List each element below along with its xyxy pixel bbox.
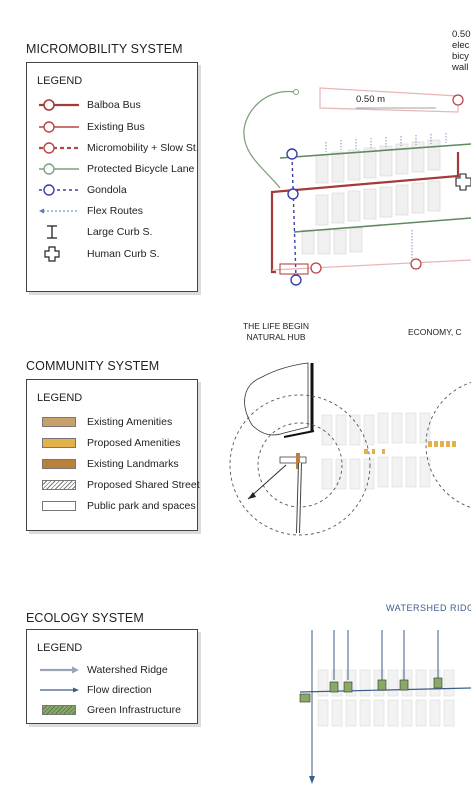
community-legend: LEGEND Existing Amenities Proposed Ameni… [26, 379, 200, 531]
map-note: 0.50 elec bicy wall [452, 29, 471, 73]
gondola-route [291, 155, 297, 279]
micromobility-map [243, 87, 471, 286]
legend-item-large-curb: Large Curb S. [37, 224, 152, 240]
micromobility-legend: LEGEND Balboa Bus Existing Bus Micromobi… [26, 62, 199, 292]
ecology-blocks [317, 669, 455, 727]
existing-bus-line-icon [39, 121, 79, 133]
swatch-public-park [42, 501, 76, 511]
micromobility-line-icon [39, 142, 79, 154]
human-curb-cross-icon [44, 246, 60, 262]
legend-label: Flex Routes [87, 205, 144, 217]
legend-item-public-park: Public park and spaces [37, 498, 196, 514]
legend-item-gondola: Gondola [37, 182, 127, 198]
community-blocks [321, 412, 431, 490]
legend-label: Proposed Amenities [87, 437, 181, 449]
gondola-line-icon [39, 184, 79, 196]
legend-item-existing-amenities: Existing Amenities [37, 414, 172, 430]
label-economy: ECONOMY, C [408, 327, 462, 337]
legend-label: Gondola [87, 184, 127, 196]
ecology-legend: LEGEND Watershed Ridge Flow direction Gr… [26, 629, 198, 724]
legend-item-balboa-bus: Balboa Bus [37, 97, 141, 113]
swatch-existing-landmarks [42, 459, 76, 469]
green-infrastructure-marks [299, 677, 443, 703]
legend-item-micromobility: Micromobility + Slow St. [37, 140, 199, 156]
label-watershed: WATERSHED RIDG [386, 603, 471, 613]
watershed-ridge-arrow-icon [40, 666, 79, 674]
building-blocks [301, 139, 441, 255]
legend-label: Flow direction [87, 684, 152, 696]
legend-item-watershed-ridge: Watershed Ridge [37, 662, 168, 678]
swatch-proposed-amenities [42, 438, 76, 448]
legend-label: Protected Bicycle Lane [87, 163, 195, 175]
legend-label: Existing Amenities [87, 416, 173, 428]
natural-hub-park [244, 362, 309, 436]
legend-item-existing-landmarks: Existing Landmarks [37, 456, 179, 472]
swatch-existing-amenities [42, 417, 76, 427]
balboa-bus-route [270, 152, 460, 274]
legend-item-flex-routes: Flex Routes [37, 203, 143, 219]
legend-item-bicycle-lane: Protected Bicycle Lane [37, 161, 194, 177]
legend-item-shared-street: Proposed Shared Street [37, 477, 200, 493]
legend-label: Micromobility + Slow St. [87, 142, 199, 154]
legend-label: Human Curb S. [87, 248, 160, 260]
legend-label: Balboa Bus [87, 99, 141, 111]
dimension-band [319, 87, 459, 113]
legend-label: Public park and spaces [87, 500, 196, 512]
legend-item-green-infrastructure: Green Infrastructure [37, 702, 181, 718]
flow-direction-arrow-icon [40, 687, 79, 693]
swatch-green-infrastructure [42, 705, 76, 715]
flow-lines [311, 630, 439, 780]
legend-item-existing-bus: Existing Bus [37, 119, 145, 135]
bicycle-lane-line-icon [39, 163, 79, 175]
amenity-marks [364, 441, 456, 454]
legend-item-human-curb: Human Curb S. [37, 246, 159, 262]
legend-item-proposed-amenities: Proposed Amenities [37, 435, 180, 451]
legend-label: Large Curb S. [87, 226, 153, 238]
legend-label: Existing Bus [87, 121, 145, 133]
ecology-map [299, 630, 471, 784]
balboa-bus-line-icon [39, 99, 79, 111]
dimension-label: 0.50 m [356, 94, 386, 105]
community-map [229, 362, 471, 536]
green-curve-lane [243, 90, 297, 189]
ecology-title: ECOLOGY SYSTEM [26, 611, 144, 625]
flex-routes-arrow-icon [39, 208, 79, 214]
legend-title: LEGEND [37, 75, 83, 87]
legend-title: LEGEND [37, 642, 83, 654]
label-life-begin: THE LIFE BEGIN NATURAL HUB [242, 321, 310, 342]
large-curb-icon [47, 225, 57, 239]
legend-title: LEGEND [37, 392, 83, 404]
legend-label: Watershed Ridge [87, 664, 168, 676]
legend-label: Green Infrastructure [87, 704, 181, 716]
legend-label: Existing Landmarks [87, 458, 179, 470]
swatch-shared-street [42, 480, 76, 490]
legend-item-flow-direction: Flow direction [37, 682, 152, 698]
micromobility-title: MICROMOBILITY SYSTEM [26, 42, 183, 56]
legend-label: Proposed Shared Street [87, 479, 200, 491]
community-title: COMMUNITY SYSTEM [26, 359, 160, 373]
